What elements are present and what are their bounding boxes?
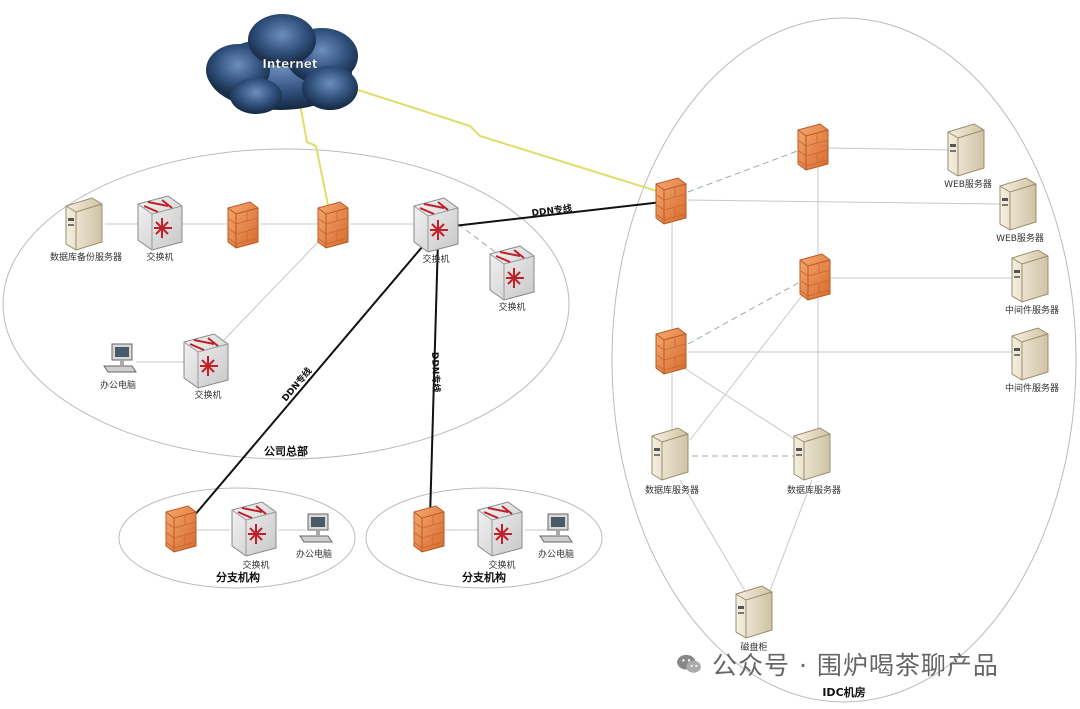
- ddn-label-mid: DDN专线: [429, 352, 442, 393]
- idc-db-server-2-icon: [793, 427, 831, 481]
- branch-right-switch-label: 交换机: [488, 559, 515, 571]
- watermark: 公众号 · 围炉喝茶聊产品: [676, 646, 999, 682]
- hq-zone-label: 公司总部: [264, 444, 308, 458]
- hq-switch-right-icon: [489, 245, 535, 301]
- idc-firewall-db-icon: [655, 327, 687, 375]
- idc-firewall-web-icon: [797, 123, 829, 171]
- hq-switch-1-icon: [137, 195, 183, 251]
- idc-web-server-2-label: WEB服务器: [996, 232, 1044, 244]
- ddn-links: [181, 201, 663, 531]
- idc-web-server-1-label: WEB服务器: [944, 178, 992, 190]
- hq-zone-boundary: [2, 148, 570, 460]
- branch-left-pc-label: 办公电脑: [296, 548, 332, 560]
- hq-core-switch-label: 交换机: [422, 253, 449, 265]
- ddn-label-top: DDN专线: [531, 202, 573, 219]
- branch-right-pc-icon: [539, 513, 573, 543]
- branch-left-zone-boundary: [118, 487, 356, 589]
- dashed-links: [457, 149, 801, 457]
- idc-firewall-middleware-icon: [799, 253, 831, 301]
- branch-left-pc-icon: [299, 513, 333, 543]
- hq-firewall-edge-icon: [317, 201, 349, 249]
- idc-db-server-2-label: 数据库服务器: [787, 484, 841, 496]
- branch-left-zone-label: 分支机构: [216, 570, 260, 584]
- idc-disk-cabinet-icon: [735, 585, 773, 639]
- idc-web-server-1-icon: [947, 123, 985, 177]
- hq-backup-server-label: 数据库备份服务器: [50, 251, 122, 263]
- idc-disk-cabinet-label: 磁盘柜: [740, 641, 767, 653]
- internet-links: [295, 81, 661, 206]
- branch-right-zone-label: 分支机构: [462, 570, 506, 584]
- idc-middleware-server-2-label: 中间件服务器: [1005, 382, 1059, 394]
- hq-office-pc-label: 办公电脑: [100, 379, 136, 391]
- hq-office-pc-icon: [103, 343, 137, 373]
- hq-switch-1-label: 交换机: [146, 251, 173, 263]
- idc-db-server-1-label: 数据库服务器: [645, 484, 699, 496]
- internet-cloud-icon: [206, 14, 358, 114]
- branch-right-zone-boundary: [365, 487, 603, 589]
- idc-zone-label: IDC机房: [822, 685, 865, 699]
- idc-zone-boundary: [611, 17, 1077, 703]
- branch-left-switch-label: 交换机: [242, 559, 269, 571]
- idc-firewall-entry-icon: [655, 177, 687, 225]
- branch-left-switch-icon: [231, 501, 277, 557]
- internet-label: Internet: [262, 57, 317, 71]
- branch-right-switch-icon: [477, 501, 523, 557]
- hq-firewall-1-icon: [227, 201, 259, 249]
- idc-middleware-server-1-label: 中间件服务器: [1005, 304, 1059, 316]
- idc-db-server-1-icon: [651, 427, 689, 481]
- wechat-icon: [677, 654, 701, 673]
- idc-web-server-2-icon: [999, 177, 1037, 231]
- idc-middleware-server-2-icon: [1011, 327, 1049, 381]
- hq-switch-right-label: 交换机: [498, 301, 525, 313]
- ddn-label-left: DDN专线: [279, 365, 314, 404]
- watermark-text: 公众号 · 围炉喝茶聊产品: [712, 651, 999, 680]
- hq-switch-office-label: 交换机: [194, 389, 221, 401]
- hq-backup-server-icon: [65, 197, 103, 251]
- branch-right-pc-label: 办公电脑: [538, 548, 574, 560]
- branch-left-firewall-icon: [165, 505, 197, 553]
- hq-core-switch-icon: [413, 197, 459, 253]
- idc-middleware-server-1-icon: [1011, 249, 1049, 303]
- branch-right-firewall-icon: [413, 505, 445, 553]
- hq-switch-office-icon: [183, 333, 229, 389]
